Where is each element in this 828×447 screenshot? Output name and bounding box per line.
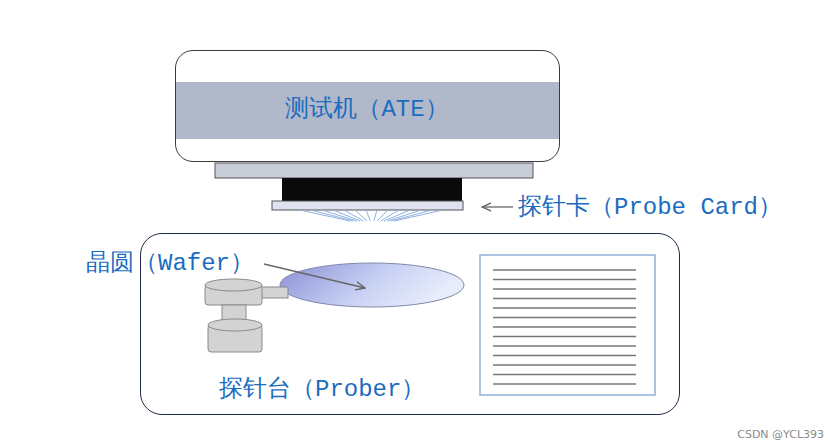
- mount-plate: [215, 163, 533, 178]
- panel-line: [493, 307, 636, 309]
- leader-line: [264, 264, 365, 288]
- node-title: 测试机（ATE）: [285, 96, 448, 125]
- chuck: [205, 279, 288, 352]
- panel-line: [493, 288, 636, 290]
- panel-line: [493, 345, 636, 347]
- needle: [374, 210, 377, 221]
- needle: [355, 210, 367, 221]
- needle: [391, 210, 432, 221]
- panel-line: [493, 298, 636, 300]
- panel-line: [493, 383, 636, 385]
- panel-line: [493, 355, 636, 357]
- needle: [300, 210, 350, 221]
- needle: [366, 210, 370, 221]
- part-label: 探针卡（Probe Card）: [518, 194, 782, 223]
- needle: [387, 210, 421, 221]
- panel-line: [493, 336, 636, 338]
- part-label: 晶圆（Wafer）: [86, 250, 254, 279]
- panel-line: [493, 279, 636, 281]
- watermark: CSDN @YCL393: [737, 428, 824, 441]
- needle: [394, 210, 443, 221]
- probe-card-plate: [272, 201, 463, 210]
- tester-box: 测试机（ATE）: [175, 50, 560, 162]
- panel-line: [493, 364, 636, 366]
- panel-line: [493, 317, 636, 319]
- control-panel: [480, 255, 655, 395]
- probe-card-body: [282, 178, 462, 201]
- node-title: 探针台（Prober）: [219, 376, 425, 405]
- panel-lines: [493, 270, 636, 384]
- panel-line: [493, 326, 636, 328]
- leader-line: [482, 206, 513, 207]
- needle: [322, 210, 357, 221]
- probe-needles: [300, 210, 443, 221]
- panel-line: [493, 374, 636, 376]
- panel-line: [493, 269, 636, 271]
- wafer: [280, 263, 464, 307]
